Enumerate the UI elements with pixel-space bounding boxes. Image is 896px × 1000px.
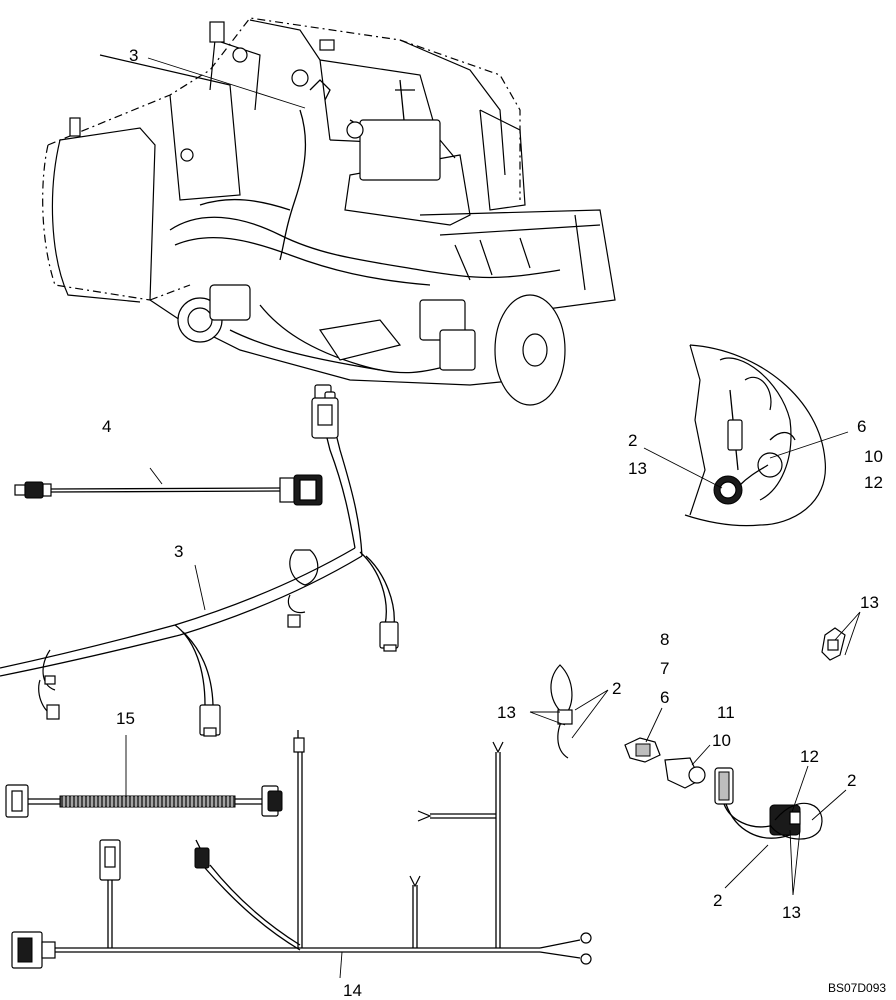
callout-14: 14 — [343, 981, 362, 1000]
drawing-code: BS07D093 — [828, 981, 886, 995]
harness-14 — [11, 730, 592, 969]
callout-inset-2: 2 — [628, 431, 637, 450]
callout-12: 12 — [800, 747, 819, 766]
leader-lines — [125, 57, 861, 979]
callout-2-conn-right: 2 — [847, 771, 856, 790]
callout-4: 4 — [102, 417, 111, 436]
callout-2-clip: 2 — [612, 679, 621, 698]
callout-inset-6: 6 — [857, 417, 866, 436]
callout-7: 7 — [660, 659, 669, 678]
machine-chassis — [42, 17, 616, 417]
callout-3-top: 3 — [129, 46, 138, 65]
callout-inset-13: 13 — [628, 459, 647, 478]
callout-8: 8 — [660, 630, 669, 649]
callout-11: 11 — [717, 703, 735, 722]
detail-inset — [684, 344, 826, 527]
callout-6: 6 — [660, 688, 669, 707]
callout-3-mid: 3 — [174, 542, 183, 561]
callout-13-clip: 13 — [497, 703, 516, 722]
callout-13-conn: 13 — [782, 903, 801, 922]
callout-2-conn-bottom: 2 — [713, 891, 722, 910]
harness-4 — [14, 474, 323, 506]
callout-inset-12: 12 — [864, 473, 883, 492]
callout-15: 15 — [116, 709, 135, 728]
callout-10: 10 — [712, 731, 731, 750]
callout-inset-10: 10 — [864, 447, 883, 466]
harness-3 — [0, 397, 399, 737]
callout-13-right: 13 — [860, 593, 879, 612]
harness-15 — [5, 784, 283, 818]
callout-labels: 3 4 3 15 14 2 13 6 10 12 13 8 7 6 2 13 1… — [102, 46, 886, 1000]
corrugation — [63, 796, 233, 807]
loose-parts — [550, 627, 846, 840]
